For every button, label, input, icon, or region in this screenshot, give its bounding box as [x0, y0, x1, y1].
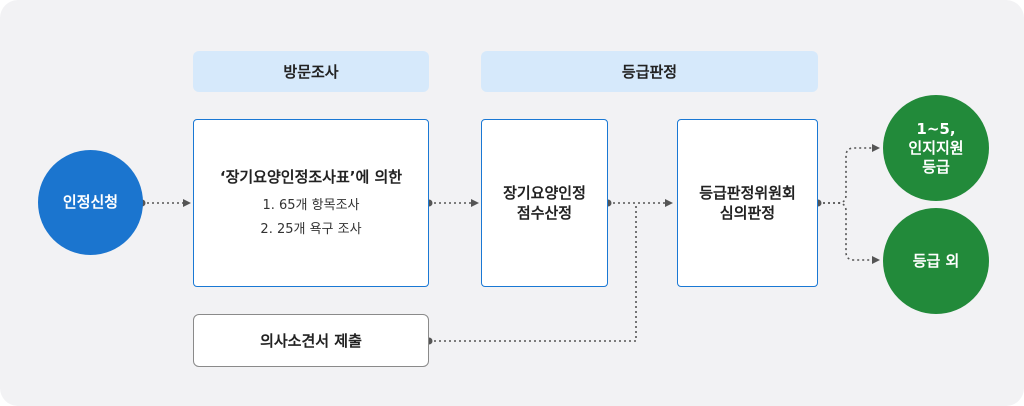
connector-committee-to-approved	[818, 147, 872, 204]
node-score: 장기요양인정 점수산정	[481, 119, 608, 287]
node-survey-item-2: 2. 25개 욕구 조사	[260, 222, 362, 237]
node-doctor-opinion-label: 의사소견서 제출	[260, 332, 362, 350]
node-application-label: 인정신청	[62, 193, 119, 211]
node-survey: ‘장기요양인정조사표’에 의한 1. 65개 항목조사 2. 25개 욕구 조사	[193, 119, 429, 287]
arrowhead-committee	[665, 199, 673, 207]
connector-committee-to-other	[818, 202, 872, 261]
node-survey-title: ‘장기요양인정조사표’에 의한	[219, 168, 403, 186]
header-grade-decision-label: 등급판정	[621, 63, 678, 81]
node-survey-item-1: 1. 65개 항목조사	[262, 198, 360, 213]
header-visit-survey: 방문조사	[193, 51, 429, 92]
header-grade-decision: 등급판정	[481, 51, 818, 92]
arrowhead-other	[872, 256, 880, 264]
node-result-other: 등급 외	[883, 208, 989, 314]
node-application: 인정신청	[38, 150, 143, 255]
node-score-line2: 점수산정	[516, 204, 573, 222]
node-committee: 등급판정위원회 심의판정	[677, 119, 818, 287]
node-committee-line2: 심의판정	[719, 204, 776, 222]
arrowhead-score	[471, 199, 479, 207]
connector-doctor-to-score	[429, 203, 637, 342]
node-score-line1: 장기요양인정	[503, 184, 586, 202]
node-result-approved-line2: 인지지원	[908, 138, 964, 157]
node-doctor-opinion: 의사소견서 제출	[193, 314, 429, 367]
arrowhead-approved	[872, 144, 880, 152]
node-result-approved-line1: 1~5,	[916, 119, 956, 138]
arrowhead-survey	[183, 199, 191, 207]
node-result-approved-line3: 등급	[922, 157, 950, 176]
node-committee-line1: 등급판정위원회	[699, 184, 796, 202]
node-result-approved: 1~5, 인지지원 등급	[883, 95, 989, 201]
header-visit-survey-label: 방문조사	[283, 63, 339, 81]
node-result-other-label: 등급 외	[912, 251, 960, 270]
